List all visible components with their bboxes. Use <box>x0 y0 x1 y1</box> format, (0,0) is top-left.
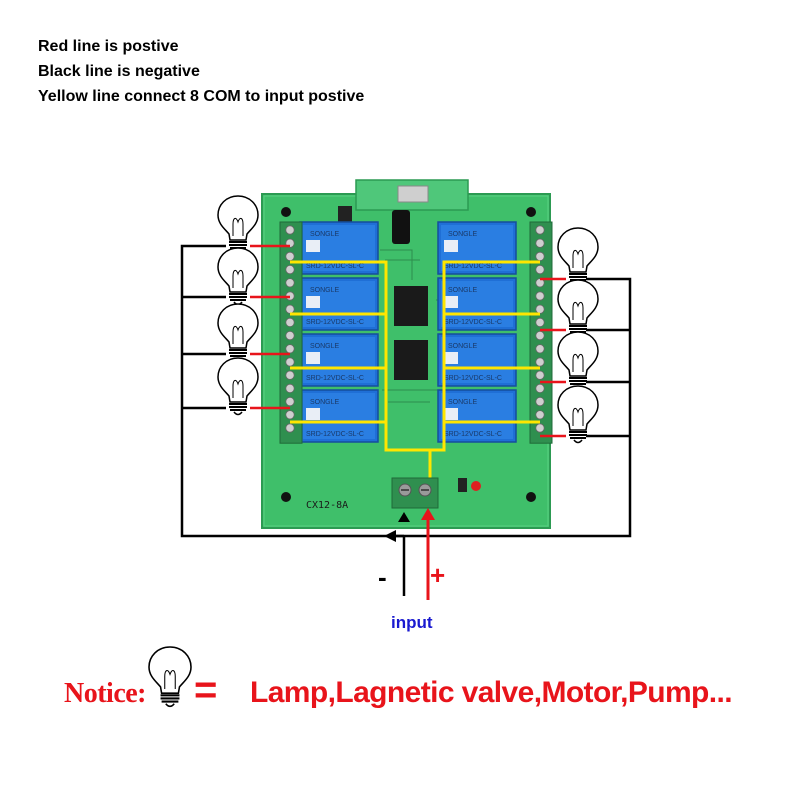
com-wires <box>290 260 540 494</box>
relay-2: SONGLE SRD-12VDC-SL-C <box>299 277 379 331</box>
notice-bulb-icon <box>147 645 193 708</box>
power-led <box>471 481 481 491</box>
relay-model: SRD-12VDC-SL-C <box>444 319 502 326</box>
relay-7: SONGLE SRD-12VDC-SL-C <box>437 333 517 387</box>
relay-model: SRD-12VDC-SL-C <box>306 319 364 326</box>
lamp-bulb-icon <box>217 303 259 362</box>
input-label: input <box>391 613 433 632</box>
relay-brand: SONGLE <box>448 231 478 238</box>
relay-model: SRD-12VDC-SL-C <box>306 263 364 270</box>
relay-model: SRD-12VDC-SL-C <box>444 431 502 438</box>
relay-4: SONGLE SRD-12VDC-SL-C <box>299 389 379 443</box>
negative-symbol: - <box>378 562 387 592</box>
relay-brand: SONGLE <box>310 287 340 294</box>
input-terminal <box>391 477 439 509</box>
notice-load-list: Lamp,Lagnetic valve,Motor,Pump... <box>250 676 733 709</box>
ic-chip-upper <box>394 286 428 326</box>
terminal-block <box>529 221 553 444</box>
ic-chip-lower <box>394 340 428 380</box>
legend-yellow-line: Yellow line connect 8 COM to input posti… <box>38 88 365 105</box>
relay-brand: SONGLE <box>310 399 340 406</box>
positive-wires <box>250 244 566 438</box>
terminal-block <box>279 221 303 444</box>
lamp-bulb-icon <box>557 331 599 390</box>
relays: SONGLE SRD-12VDC-SL-C SONGLE SRD-12VDC-SL-C… <box>299 221 517 443</box>
notice-equals: = <box>194 668 218 712</box>
relay-brand: SONGLE <box>310 231 340 238</box>
relay-brand: SONGLE <box>310 343 340 350</box>
relay-model: SRD-12VDC-SL-C <box>444 375 502 382</box>
relay-3: SONGLE SRD-12VDC-SL-C <box>299 333 379 387</box>
relay-model: SRD-12VDC-SL-C <box>444 263 502 270</box>
notice-label: Notice: <box>64 678 147 709</box>
input-positive-lead <box>421 508 435 600</box>
relay-brand: SONGLE <box>448 399 478 406</box>
relay-8: SONGLE SRD-12VDC-SL-C <box>437 389 517 443</box>
terminal-blocks <box>279 221 553 444</box>
relay-1: SONGLE SRD-12VDC-SL-C <box>299 221 379 275</box>
positive-symbol: + <box>430 560 446 590</box>
lamp-bulb-icon <box>557 279 599 338</box>
board-model-label: CX12-8A <box>306 500 348 511</box>
relay-6: SONGLE SRD-12VDC-SL-C <box>437 277 517 331</box>
lamp-bulb-icon <box>557 385 599 444</box>
relay-brand: SONGLE <box>448 287 478 294</box>
lamp-bulb-icon <box>217 357 259 416</box>
negative-wire-loops <box>180 244 632 538</box>
relay-brand: SONGLE <box>448 343 478 350</box>
lamp-bulb-icon <box>217 195 259 254</box>
relay-5: SONGLE SRD-12VDC-SL-C <box>437 221 517 275</box>
relay-model: SRD-12VDC-SL-C <box>306 375 364 382</box>
input-negative-lead <box>384 512 410 596</box>
lamp-bulb-icon <box>557 227 599 286</box>
legend-red-line: Red line is postive <box>38 38 179 55</box>
relay-model: SRD-12VDC-SL-C <box>306 431 364 438</box>
legend-black-line: Black line is negative <box>38 63 200 80</box>
